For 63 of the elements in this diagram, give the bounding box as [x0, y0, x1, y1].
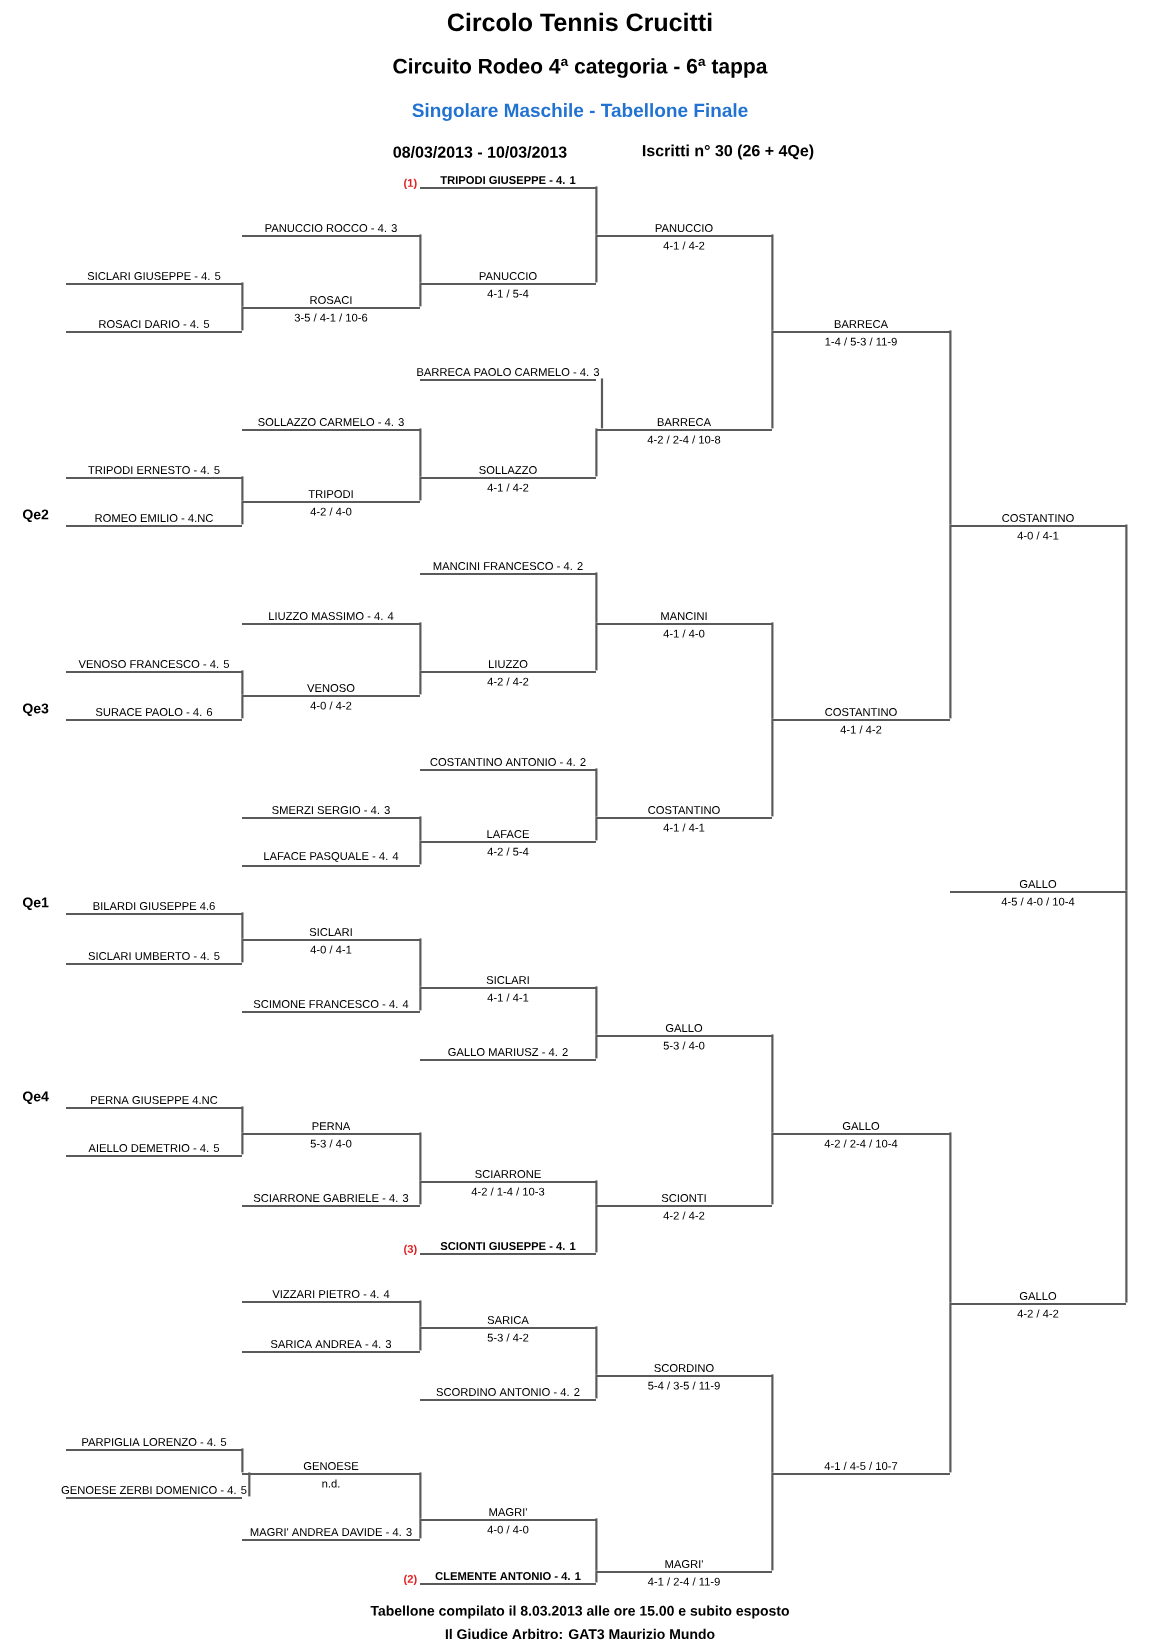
bracket-line [595, 1180, 598, 1205]
bracket-line [595, 1518, 598, 1571]
bracket-line [771, 330, 774, 429]
bracket-line [949, 330, 952, 525]
title: Circolo Tennis Crucitti [447, 12, 712, 32]
bracket-line [595, 1034, 598, 1059]
bracket-line [241, 500, 244, 525]
bracket-line [419, 670, 422, 695]
bracket-line [771, 622, 774, 719]
bracket-line [595, 234, 598, 283]
bracket-line [241, 1106, 244, 1133]
bracket-line [419, 1300, 422, 1327]
bracket-line [419, 428, 422, 477]
bracket-line [1125, 890, 1128, 1303]
bracket-line [241, 1132, 244, 1155]
bracket-line [771, 1132, 774, 1205]
bracket-line [949, 1302, 952, 1473]
bracket-line [419, 986, 422, 1011]
bracket-line [419, 282, 422, 307]
bracket-line [771, 1034, 774, 1133]
bracket-line [241, 694, 244, 719]
bracket-line [241, 282, 244, 307]
bracket-line [241, 476, 244, 501]
bracket-line [600, 378, 604, 429]
bracket-line [419, 1180, 422, 1205]
bracket-line [419, 1132, 422, 1181]
bracket-line [595, 622, 598, 671]
bracket-line [419, 234, 422, 283]
bracket-line [771, 234, 774, 331]
bracket-line [595, 1374, 598, 1399]
bracket-line [419, 816, 422, 841]
bracket-line [241, 1448, 244, 1473]
bracket-line [419, 840, 422, 865]
bracket-line [595, 1204, 598, 1253]
date-range: 08/03/2013 - 10/03/2013 [393, 146, 567, 158]
bracket-line [595, 816, 598, 841]
bracket-line [595, 572, 598, 623]
bracket-line [595, 1326, 598, 1375]
bracket-line [419, 622, 422, 671]
bracket-line [949, 524, 952, 719]
bracket-line [241, 938, 244, 963]
bracket-line [595, 428, 598, 477]
bracket-line [419, 476, 422, 501]
bracket-line [241, 306, 244, 331]
bracket-line [1125, 524, 1128, 891]
bracket-line [595, 986, 598, 1035]
bracket-line [419, 938, 422, 987]
subtitle: Singolare Maschile - Tabellone Finale [412, 103, 748, 121]
bracket-line [419, 1326, 422, 1351]
bracket-line [248, 1472, 251, 1497]
bracket-line [241, 670, 244, 695]
bracket-line [949, 1132, 952, 1303]
bracket-line [771, 1472, 774, 1571]
bracket-line [419, 1472, 422, 1519]
bracket-line [241, 912, 244, 939]
bracket-line [595, 1570, 598, 1583]
entries-note: Iscritti n° 30 (26 + 4Qe) [642, 144, 814, 160]
bracket-line [595, 768, 598, 817]
bracket-line [771, 1374, 774, 1473]
bracket-line [595, 186, 598, 235]
bracket-line [771, 718, 774, 817]
subtitle: Circuito Rodeo 4ª categoria - 6ª tappa [393, 58, 768, 78]
bracket-line [419, 1518, 422, 1539]
